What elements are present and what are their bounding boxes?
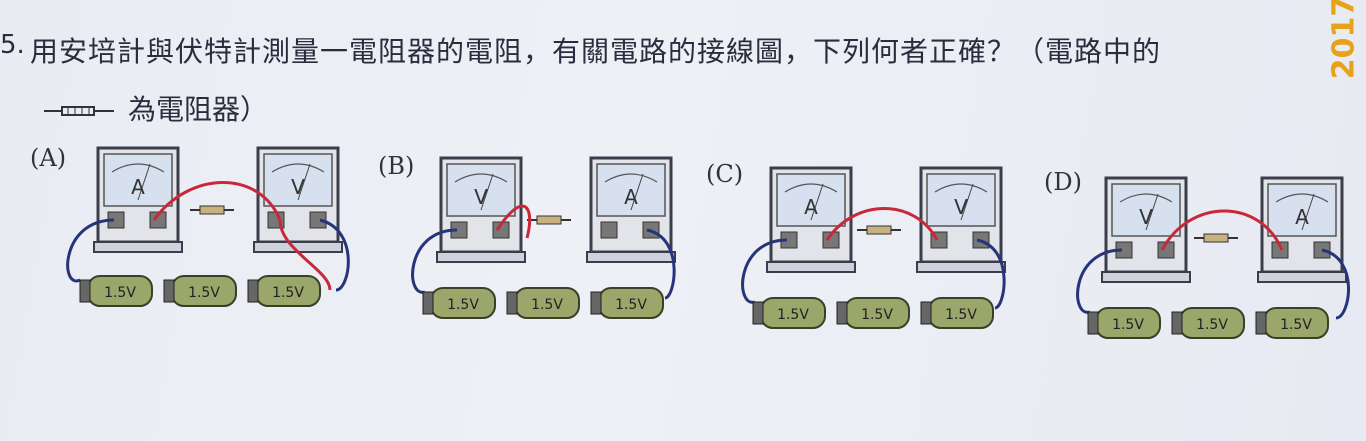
resistor-icon bbox=[857, 225, 901, 235]
meter-v-label: V bbox=[954, 195, 968, 219]
meter-a-label: A bbox=[624, 185, 638, 209]
resistor-symbol-icon bbox=[44, 106, 114, 116]
resistor-icon bbox=[190, 205, 234, 215]
meter-a-label: A bbox=[1295, 205, 1309, 229]
question-text-line2: 為電阻器） bbox=[128, 93, 269, 126]
circuit-diagram-a: A V 1.5V 1.5V 1.5V bbox=[66, 146, 350, 307]
battery-label: 1.5V bbox=[188, 285, 220, 301]
option-d-label[interactable]: (D) bbox=[1044, 168, 1082, 196]
battery-label: 1.5V bbox=[447, 297, 479, 313]
battery-label: 1.5V bbox=[615, 297, 647, 313]
battery-label: 1.5V bbox=[531, 297, 563, 313]
question-text-line1: 用安培計與伏特計測量一電阻器的電阻，有關電路的接線圖，下列何者正確？（電路中的 bbox=[30, 35, 1162, 68]
meter-v-label: V bbox=[474, 185, 488, 209]
battery-label: 1.5V bbox=[777, 307, 809, 323]
meter-a-label: A bbox=[131, 175, 145, 199]
battery-label: 1.5V bbox=[272, 285, 304, 301]
battery-label: 1.5V bbox=[104, 285, 136, 301]
question-text-line2-wrap: 為電阻器） bbox=[44, 88, 268, 128]
battery-label: 1.5V bbox=[1196, 317, 1228, 333]
date-stamp: 2017 bbox=[1318, 0, 1362, 80]
option-b-label[interactable]: (B) bbox=[378, 152, 415, 180]
battery-label: 1.5V bbox=[861, 307, 893, 323]
battery-label: 1.5V bbox=[945, 307, 977, 323]
circuit-diagram-b: V A 1.5V 1.5V 1.5V bbox=[411, 156, 677, 319]
question-number: 5. bbox=[0, 30, 25, 60]
resistor-icon bbox=[1194, 233, 1238, 243]
meter-a-label: A bbox=[804, 195, 818, 219]
battery-label: 1.5V bbox=[1280, 317, 1312, 333]
circuit-diagram-d: V A 1.5V 1.5V 1.5V bbox=[1076, 176, 1350, 339]
meter-v-label: V bbox=[1139, 205, 1153, 229]
circuit-diagram-c: A V 1.5V 1.5V 1.5V bbox=[741, 166, 1007, 329]
date-stamp-text: 2017 bbox=[1326, 0, 1362, 80]
option-c-label[interactable]: (C) bbox=[706, 160, 744, 188]
meter-v-label: V bbox=[291, 175, 305, 199]
resistor-icon bbox=[527, 215, 571, 225]
battery-label: 1.5V bbox=[1112, 317, 1144, 333]
option-a-label[interactable]: (A) bbox=[30, 144, 67, 172]
